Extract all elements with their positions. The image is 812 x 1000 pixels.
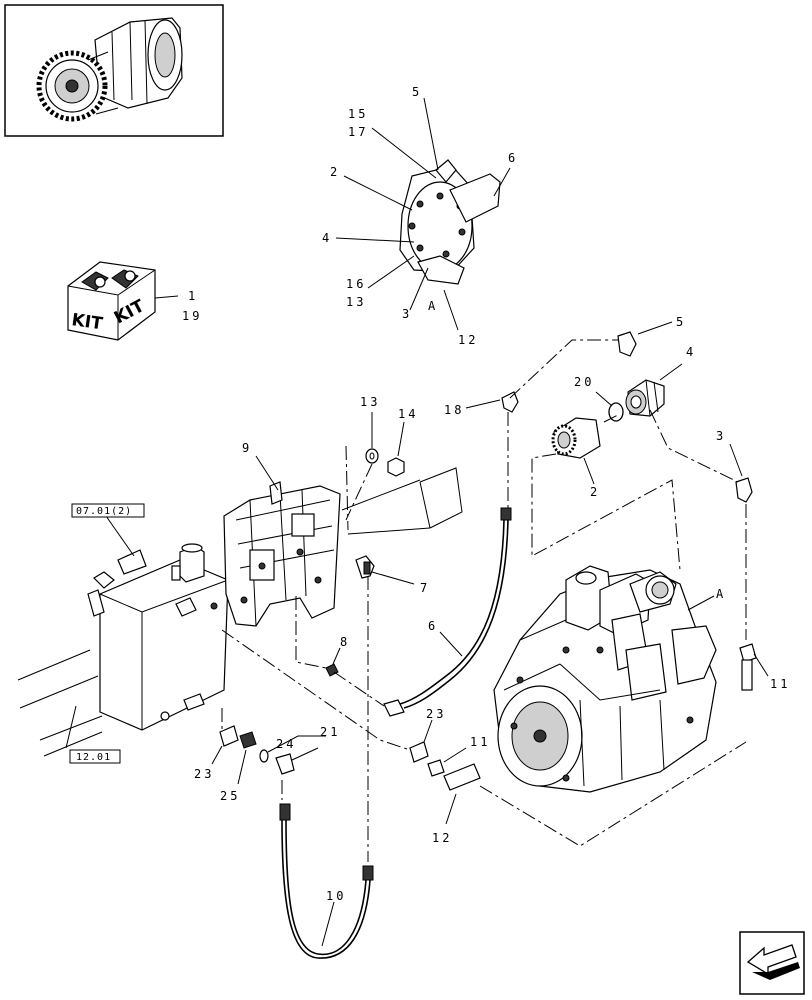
fitting-23-left (219, 725, 239, 747)
pump-adapter-2 (551, 417, 601, 459)
callout-14: 14 (398, 407, 418, 421)
detail-inset (4, 4, 224, 137)
fitting-23-center (409, 741, 429, 763)
kit-box-icon: KIT KIT (67, 261, 156, 341)
callout-2-top: 2 (330, 165, 340, 179)
callout-18: 18 (444, 403, 464, 417)
callout-9: 9 (242, 441, 252, 455)
hydraulic-pump-top-view (399, 159, 501, 285)
engine (493, 565, 717, 793)
elbow-fitting-18 (501, 391, 519, 413)
callout-5: 5 (676, 315, 686, 329)
ref-label-bottom: 12.01 (76, 752, 111, 763)
nut-14 (387, 457, 405, 477)
callout-A-top: A (428, 299, 438, 313)
callout-5-top: 5 (412, 85, 422, 99)
hose-10 (279, 803, 374, 959)
reference-07-01-2[interactable]: 07.01(2) (71, 503, 145, 518)
callout-11-right: 11 (770, 677, 790, 691)
callout-12: 12 (432, 831, 452, 845)
connector-11-right (739, 643, 757, 691)
valve-bracket (223, 481, 341, 627)
callout-24: 24 (276, 737, 296, 751)
callout-13-top: 13 (346, 295, 366, 309)
kit-label-front: KIT (70, 310, 104, 334)
fitting-8 (325, 663, 339, 677)
elbow-fitting-7 (355, 555, 375, 579)
fitting-25 (239, 731, 257, 749)
callout-3: 3 (716, 429, 726, 443)
callout-1: 1 (188, 289, 198, 303)
callout-21: 21 (320, 725, 340, 739)
callout-3-top: 3 (402, 307, 412, 321)
callout-A: A (716, 587, 726, 601)
arrow-next-icon[interactable] (739, 931, 805, 995)
pump-4 (625, 379, 665, 417)
callout-6: 6 (428, 619, 438, 633)
callout-6-top: 6 (508, 151, 518, 165)
callout-17: 17 (348, 125, 368, 139)
callout-20: 20 (574, 375, 594, 389)
callout-23-left: 23 (194, 767, 214, 781)
tube-12 (443, 763, 481, 791)
callout-19: 19 (182, 309, 202, 323)
callout-2: 2 (590, 485, 600, 499)
reference-12-01[interactable]: 12.01 (69, 749, 121, 764)
callout-10: 10 (326, 889, 346, 903)
callout-15: 15 (348, 107, 368, 121)
callout-8: 8 (340, 635, 350, 649)
hydraulic-tank (87, 543, 229, 731)
elbow-fitting-21 (275, 753, 295, 775)
elbow-fitting-5 (617, 331, 637, 357)
connector-11-center (427, 759, 445, 777)
washer-13 (365, 448, 379, 464)
hose-6 (383, 507, 512, 717)
chassis-frame (17, 467, 463, 757)
o-ring-24 (259, 749, 269, 763)
callout-12-top: 12 (458, 333, 478, 347)
o-ring-20 (608, 402, 624, 422)
callout-16: 16 (346, 277, 366, 291)
ref-label-top: 07.01(2) (76, 506, 132, 517)
callout-23-center: 23 (426, 707, 446, 721)
elbow-fitting-3 (735, 477, 753, 503)
callout-4: 4 (686, 345, 696, 359)
callout-11-center: 11 (470, 735, 490, 749)
pump-gear-detail-icon (36, 17, 183, 122)
callout-4-top: 4 (322, 231, 332, 245)
callout-7: 7 (420, 581, 430, 595)
callout-13: 13 (360, 395, 380, 409)
callout-25: 25 (220, 789, 240, 803)
